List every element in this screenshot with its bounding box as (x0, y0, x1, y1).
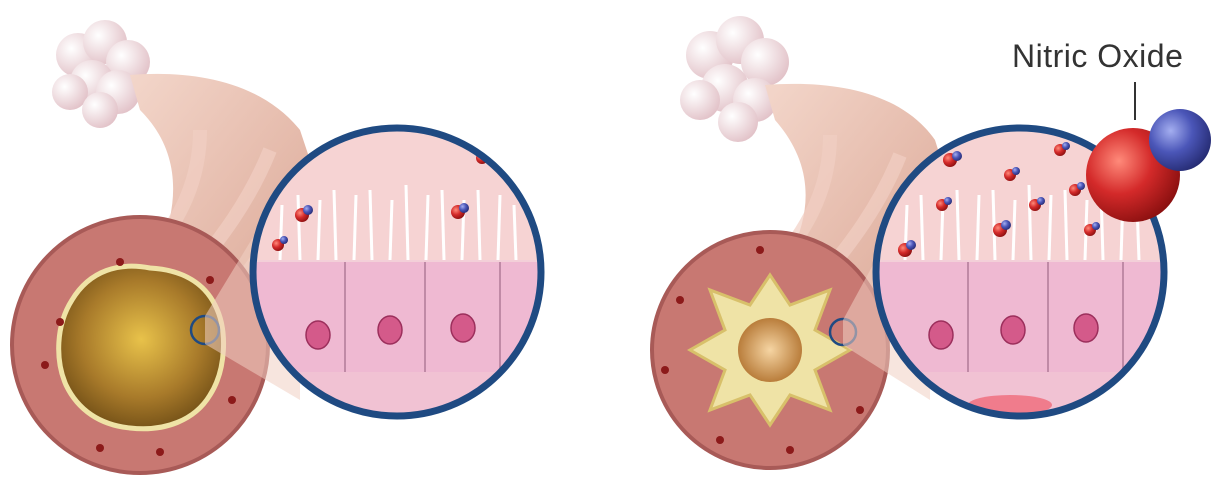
right-alveoli (680, 16, 789, 142)
left-alveoli (52, 20, 150, 128)
nitric-oxide-molecule (1086, 109, 1211, 222)
right-airway (652, 16, 1211, 468)
nitric-oxide-leader-line (1134, 82, 1136, 120)
nitric-oxide-label: Nitric Oxide (1012, 38, 1183, 75)
left-airway (12, 20, 550, 473)
